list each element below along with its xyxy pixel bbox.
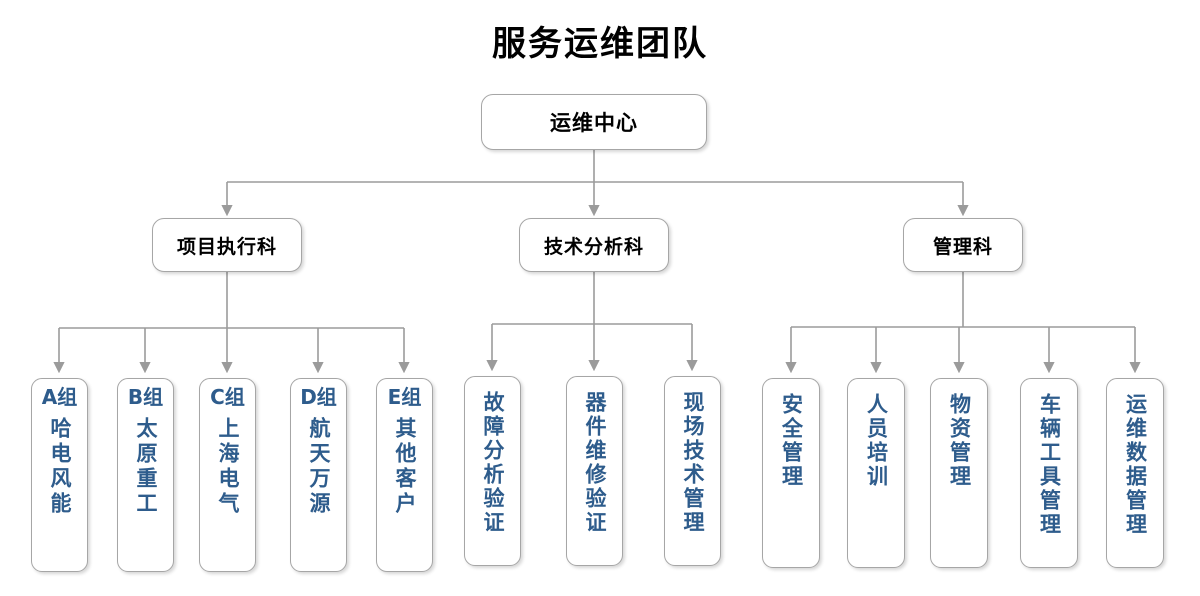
page-title: 服务运维团队 xyxy=(492,24,708,64)
node-group-c[interactable]: C组 上海电气 xyxy=(199,378,256,572)
function-name: 人员培训 xyxy=(864,393,889,489)
node-department-technical-analysis[interactable]: 技术分析科 xyxy=(519,218,669,272)
node-function-onsite-technical-management[interactable]: 现场技术管理 xyxy=(664,376,721,566)
node-function-vehicle-tool-management[interactable]: 车辆工具管理 xyxy=(1020,378,1078,568)
node-label: 项目执行科 xyxy=(176,235,277,258)
group-name: 其他客户 xyxy=(392,417,417,517)
node-group-d[interactable]: D组 航天万源 xyxy=(290,378,347,572)
group-code: B组 xyxy=(127,385,164,409)
function-name: 车辆工具管理 xyxy=(1037,393,1062,537)
node-group-a[interactable]: A组 哈电风能 xyxy=(31,378,88,572)
function-name: 故障分析验证 xyxy=(481,391,505,535)
group-code: D组 xyxy=(300,385,337,409)
function-name: 安全管理 xyxy=(779,393,804,489)
node-operations-center[interactable]: 运维中心 xyxy=(481,94,707,150)
node-label: 技术分析科 xyxy=(543,235,644,258)
group-name: 上海电气 xyxy=(216,417,240,517)
node-function-ops-data-management[interactable]: 运维数据管理 xyxy=(1106,378,1164,568)
function-name: 运维数据管理 xyxy=(1123,393,1148,537)
node-group-b[interactable]: B组 太原重工 xyxy=(117,378,174,572)
node-function-personnel-training[interactable]: 人员培训 xyxy=(847,378,905,568)
node-label: 管理科 xyxy=(932,235,993,258)
function-name: 器件维修验证 xyxy=(583,391,607,535)
group-name: 航天万源 xyxy=(306,417,331,517)
group-name: 哈电风能 xyxy=(47,417,72,517)
node-department-project-execution[interactable]: 项目执行科 xyxy=(152,218,302,272)
group-code: C组 xyxy=(210,385,245,409)
node-label: 运维中心 xyxy=(550,111,638,135)
group-name: 太原重工 xyxy=(134,417,158,517)
node-group-e[interactable]: E组 其他客户 xyxy=(376,378,433,572)
node-function-safety-management[interactable]: 安全管理 xyxy=(762,378,820,568)
node-function-component-repair-verification[interactable]: 器件维修验证 xyxy=(566,376,623,566)
node-function-fault-analysis-verification[interactable]: 故障分析验证 xyxy=(464,376,521,566)
node-department-management[interactable]: 管理科 xyxy=(903,218,1023,272)
group-code: A组 xyxy=(41,385,78,409)
node-function-materials-management[interactable]: 物资管理 xyxy=(930,378,988,568)
group-code: E组 xyxy=(387,385,422,409)
function-name: 现场技术管理 xyxy=(681,391,705,535)
function-name: 物资管理 xyxy=(947,393,972,489)
